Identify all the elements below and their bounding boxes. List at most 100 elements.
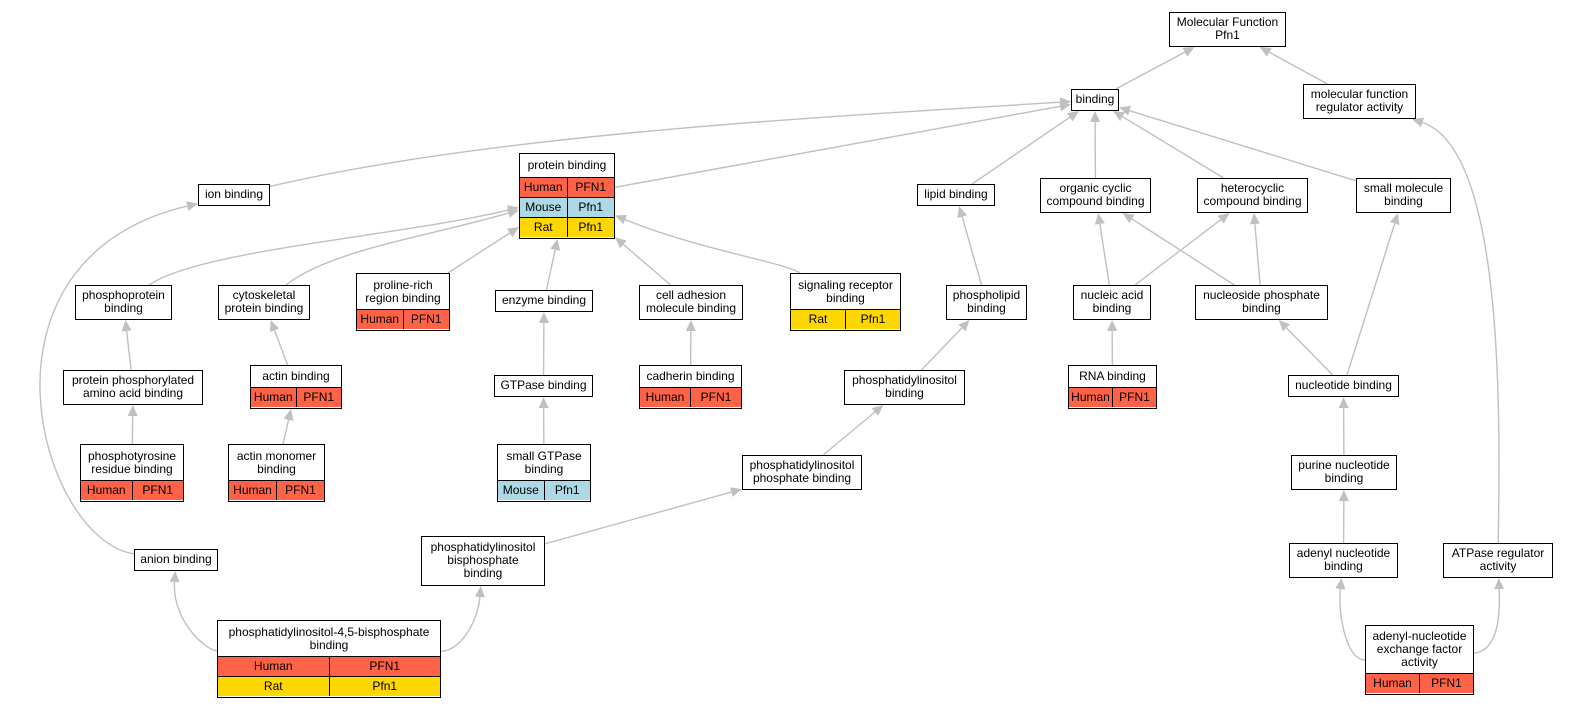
- gene-cell: PFN1: [131, 481, 184, 501]
- species-cell: Mouse: [525, 200, 562, 215]
- edge-npb-to-hcb: [1254, 223, 1261, 286]
- node-pnb[interactable]: purine nucleotide binding: [1291, 455, 1397, 490]
- edge-mfra-to-mf: [1268, 51, 1328, 85]
- node-label: RNA binding: [1079, 369, 1146, 384]
- node-pibpb[interactable]: phosphatidylinositol bisphosphate bindin…: [421, 536, 545, 586]
- node-label: actin binding: [262, 369, 330, 384]
- node-cpb[interactable]: cytoskeletal protein binding: [218, 285, 310, 320]
- node-label: nucleoside phosphate binding: [1203, 288, 1320, 316]
- node-label: lipid binding: [924, 187, 988, 202]
- arrowhead: [1113, 111, 1126, 121]
- node-pi45[interactable]: phosphatidylinositol-4,5-bisphosphate bi…: [217, 620, 441, 698]
- arrowhead: [1122, 213, 1135, 224]
- node-ppaab[interactable]: protein phosphorylated amino acid bindin…: [63, 370, 203, 405]
- node-smb[interactable]: small molecule binding: [1356, 178, 1451, 213]
- node-label: phosphatidylinositol bisphosphate bindin…: [430, 540, 536, 581]
- arrowhead: [1335, 578, 1346, 590]
- arrowhead: [1107, 320, 1118, 332]
- node-label: purine nucleotide binding: [1298, 458, 1390, 486]
- node-label: protein phosphorylated amino acid bindin…: [71, 373, 195, 401]
- node-anb[interactable]: anion binding: [134, 549, 218, 571]
- node-ion-binding[interactable]: ion binding: [198, 184, 270, 206]
- arrowhead: [1389, 213, 1400, 225]
- gene-cell: Pfn1: [328, 677, 441, 697]
- node-gtpb[interactable]: GTPase binding: [494, 375, 593, 397]
- node-label: binding: [1075, 92, 1115, 107]
- node-mf[interactable]: Molecular Function Pfn1: [1169, 12, 1286, 47]
- gene-cell: PFN1: [295, 388, 342, 408]
- node-label: proline-rich region binding: [365, 277, 441, 305]
- arrowhead: [1278, 320, 1290, 332]
- node-binding[interactable]: binding: [1071, 89, 1119, 111]
- node-pipb[interactable]: phosphatidylinositol phosphate binding: [742, 455, 862, 490]
- edge-ntb-to-smb: [1346, 223, 1396, 376]
- node-eb[interactable]: enzyme binding: [495, 290, 593, 312]
- gene-cell: PFN1: [1112, 388, 1156, 408]
- node-nab[interactable]: nucleic acid binding: [1073, 285, 1151, 320]
- node-label: adenyl-nucleotide exchange factor activi…: [1372, 629, 1467, 670]
- edge-anb-to-ion_binding: [39, 205, 188, 555]
- node-ntb[interactable]: nucleotide binding: [1288, 375, 1399, 397]
- edge-srb-to-protein_binding: [624, 218, 801, 274]
- gene-cell: PFN1: [1419, 674, 1473, 694]
- node-anefa[interactable]: adenyl-nucleotide exchange factor activi…: [1365, 625, 1474, 695]
- arrowhead: [1094, 213, 1105, 225]
- arrowhead: [121, 320, 132, 332]
- node-label: small molecule binding: [1363, 181, 1444, 209]
- node-label: phosphoprotein binding: [82, 288, 165, 316]
- edge-plb-to-lipid_binding: [961, 216, 983, 286]
- node-atprb[interactable]: ATPase regulator activity: [1443, 543, 1553, 578]
- node-hcb[interactable]: heterocyclic compound binding: [1197, 178, 1308, 213]
- node-npb[interactable]: nucleoside phosphate binding: [1195, 285, 1328, 320]
- arrowhead: [1059, 97, 1071, 108]
- arrowhead: [1067, 111, 1079, 122]
- species-row-human: Human PFN1: [229, 480, 324, 501]
- species-cell: Rat: [808, 312, 828, 327]
- species-cell: Human: [233, 483, 272, 498]
- species-cell: Human: [645, 390, 685, 405]
- node-pib[interactable]: phosphatidylinositol binding: [844, 370, 965, 405]
- edge-cpb-to-protein_binding: [285, 212, 509, 286]
- node-label: cell adhesion molecule binding: [645, 288, 737, 316]
- node-ppb[interactable]: phosphoprotein binding: [75, 285, 172, 320]
- node-mfra[interactable]: molecular function regulator activity: [1303, 84, 1416, 119]
- node-label: organic cyclic compound binding: [1046, 181, 1145, 209]
- species-cell: Mouse: [502, 483, 539, 498]
- edge-npb-to-ocb: [1131, 218, 1235, 286]
- node-label: heterocyclic compound binding: [1203, 181, 1302, 209]
- edge-hcb-to-binding: [1122, 116, 1225, 179]
- arrowhead: [871, 405, 884, 416]
- arrowhead: [1338, 397, 1349, 409]
- arrowhead: [1338, 490, 1349, 502]
- edge-binding-to-mf: [1115, 51, 1186, 90]
- node-lipid-binding[interactable]: lipid binding: [917, 184, 995, 206]
- gene-cell: PFN1: [276, 481, 324, 501]
- node-label: ATPase regulator activity: [1451, 546, 1545, 574]
- node-ocb[interactable]: organic cyclic compound binding: [1040, 178, 1151, 213]
- arrowhead: [1259, 47, 1272, 57]
- arrowhead: [615, 214, 628, 225]
- node-adnb[interactable]: adenyl nucleotide binding: [1289, 543, 1398, 578]
- arrowhead: [730, 487, 742, 497]
- node-label: actin monomer binding: [236, 448, 317, 476]
- node-label: nucleotide binding: [1295, 378, 1392, 393]
- node-plb[interactable]: phospholipid binding: [946, 285, 1027, 320]
- species-cell: Rat: [533, 220, 553, 235]
- node-camb[interactable]: cell adhesion molecule binding: [639, 285, 743, 320]
- arrowhead: [958, 320, 970, 332]
